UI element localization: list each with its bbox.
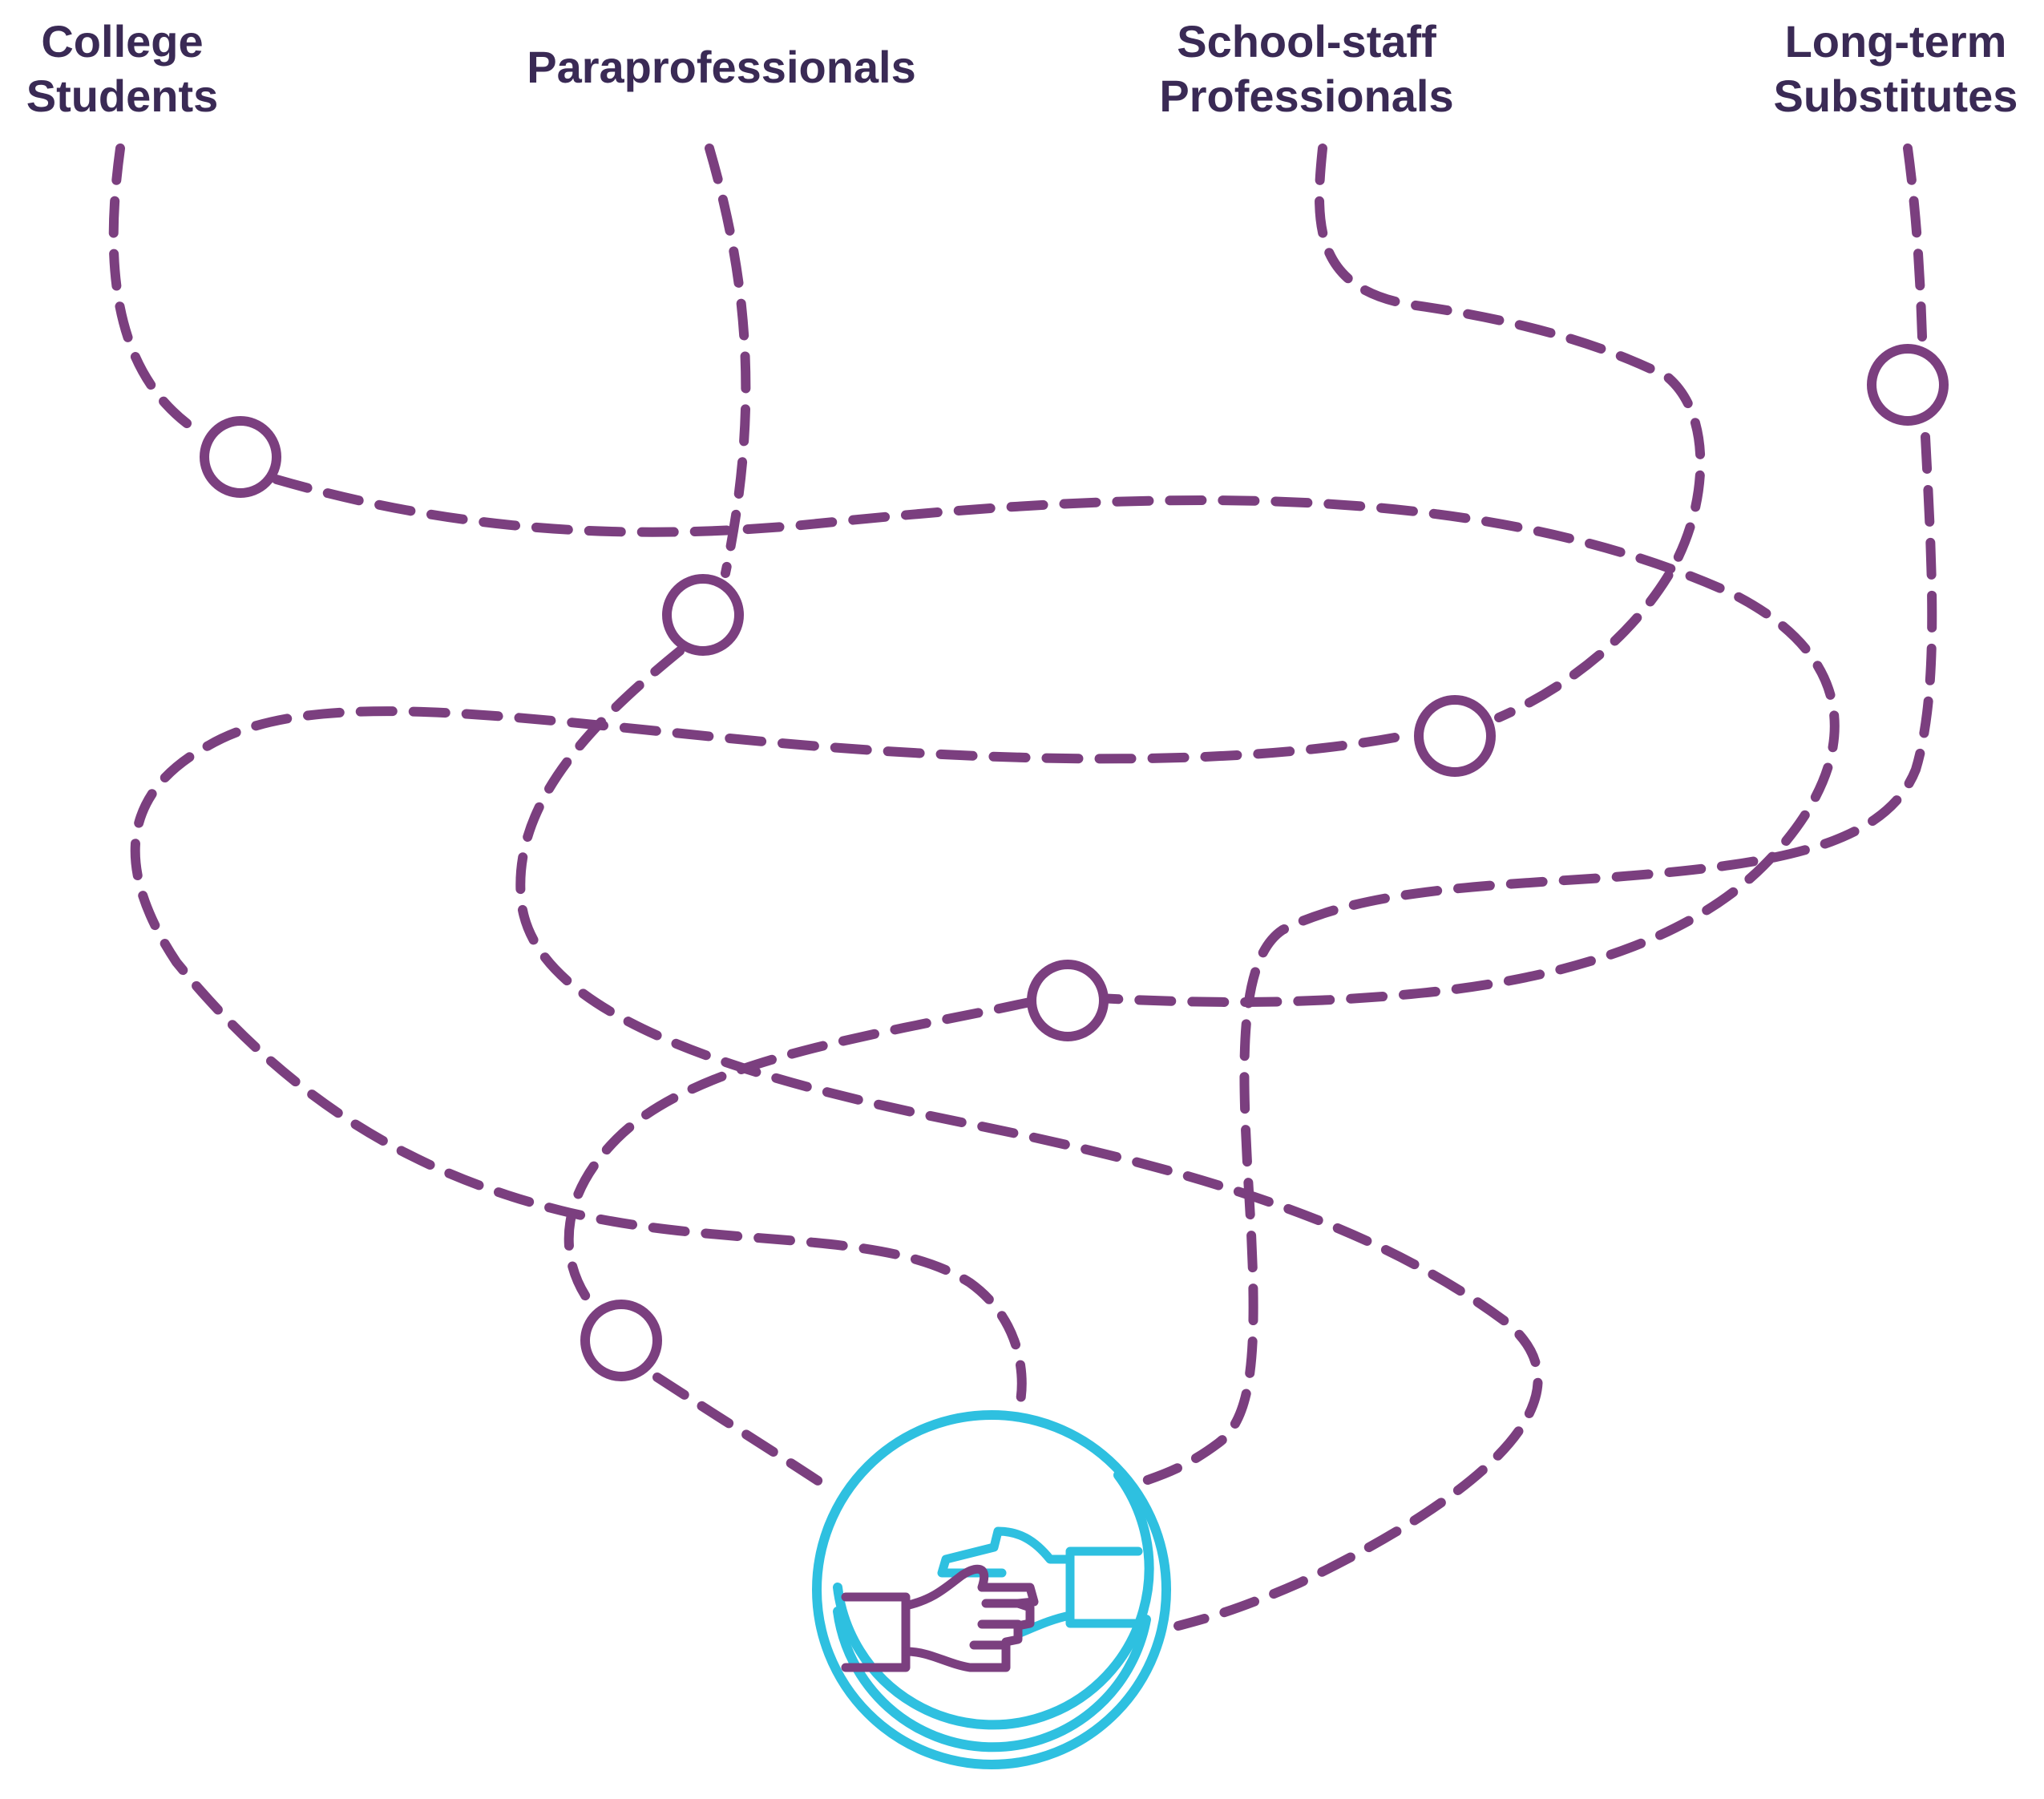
handshake-icon bbox=[841, 1526, 1143, 1672]
path-long-term-substitutes bbox=[564, 144, 1937, 1496]
label-paraprofessionals: Paraprofessionals bbox=[527, 42, 916, 92]
node-para-1 bbox=[662, 574, 744, 656]
node-subs-2 bbox=[580, 1300, 662, 1381]
label-college-students: College Students bbox=[26, 16, 219, 121]
path-school-staff bbox=[130, 144, 1706, 1416]
node-college-1 bbox=[200, 416, 281, 498]
node-subs-1 bbox=[1867, 344, 1949, 426]
label-school-staff-professionals: School-staff Professionals bbox=[1159, 16, 1454, 121]
path-college-students bbox=[108, 144, 1840, 1007]
path-paraprofessionals bbox=[515, 144, 1543, 1631]
node-staff-1 bbox=[1414, 695, 1496, 777]
handshake-emblem bbox=[812, 1410, 1171, 1769]
label-long-term-substitutes: Long-term Substitutes bbox=[1773, 16, 2018, 121]
node-college-2 bbox=[1027, 960, 1109, 1041]
